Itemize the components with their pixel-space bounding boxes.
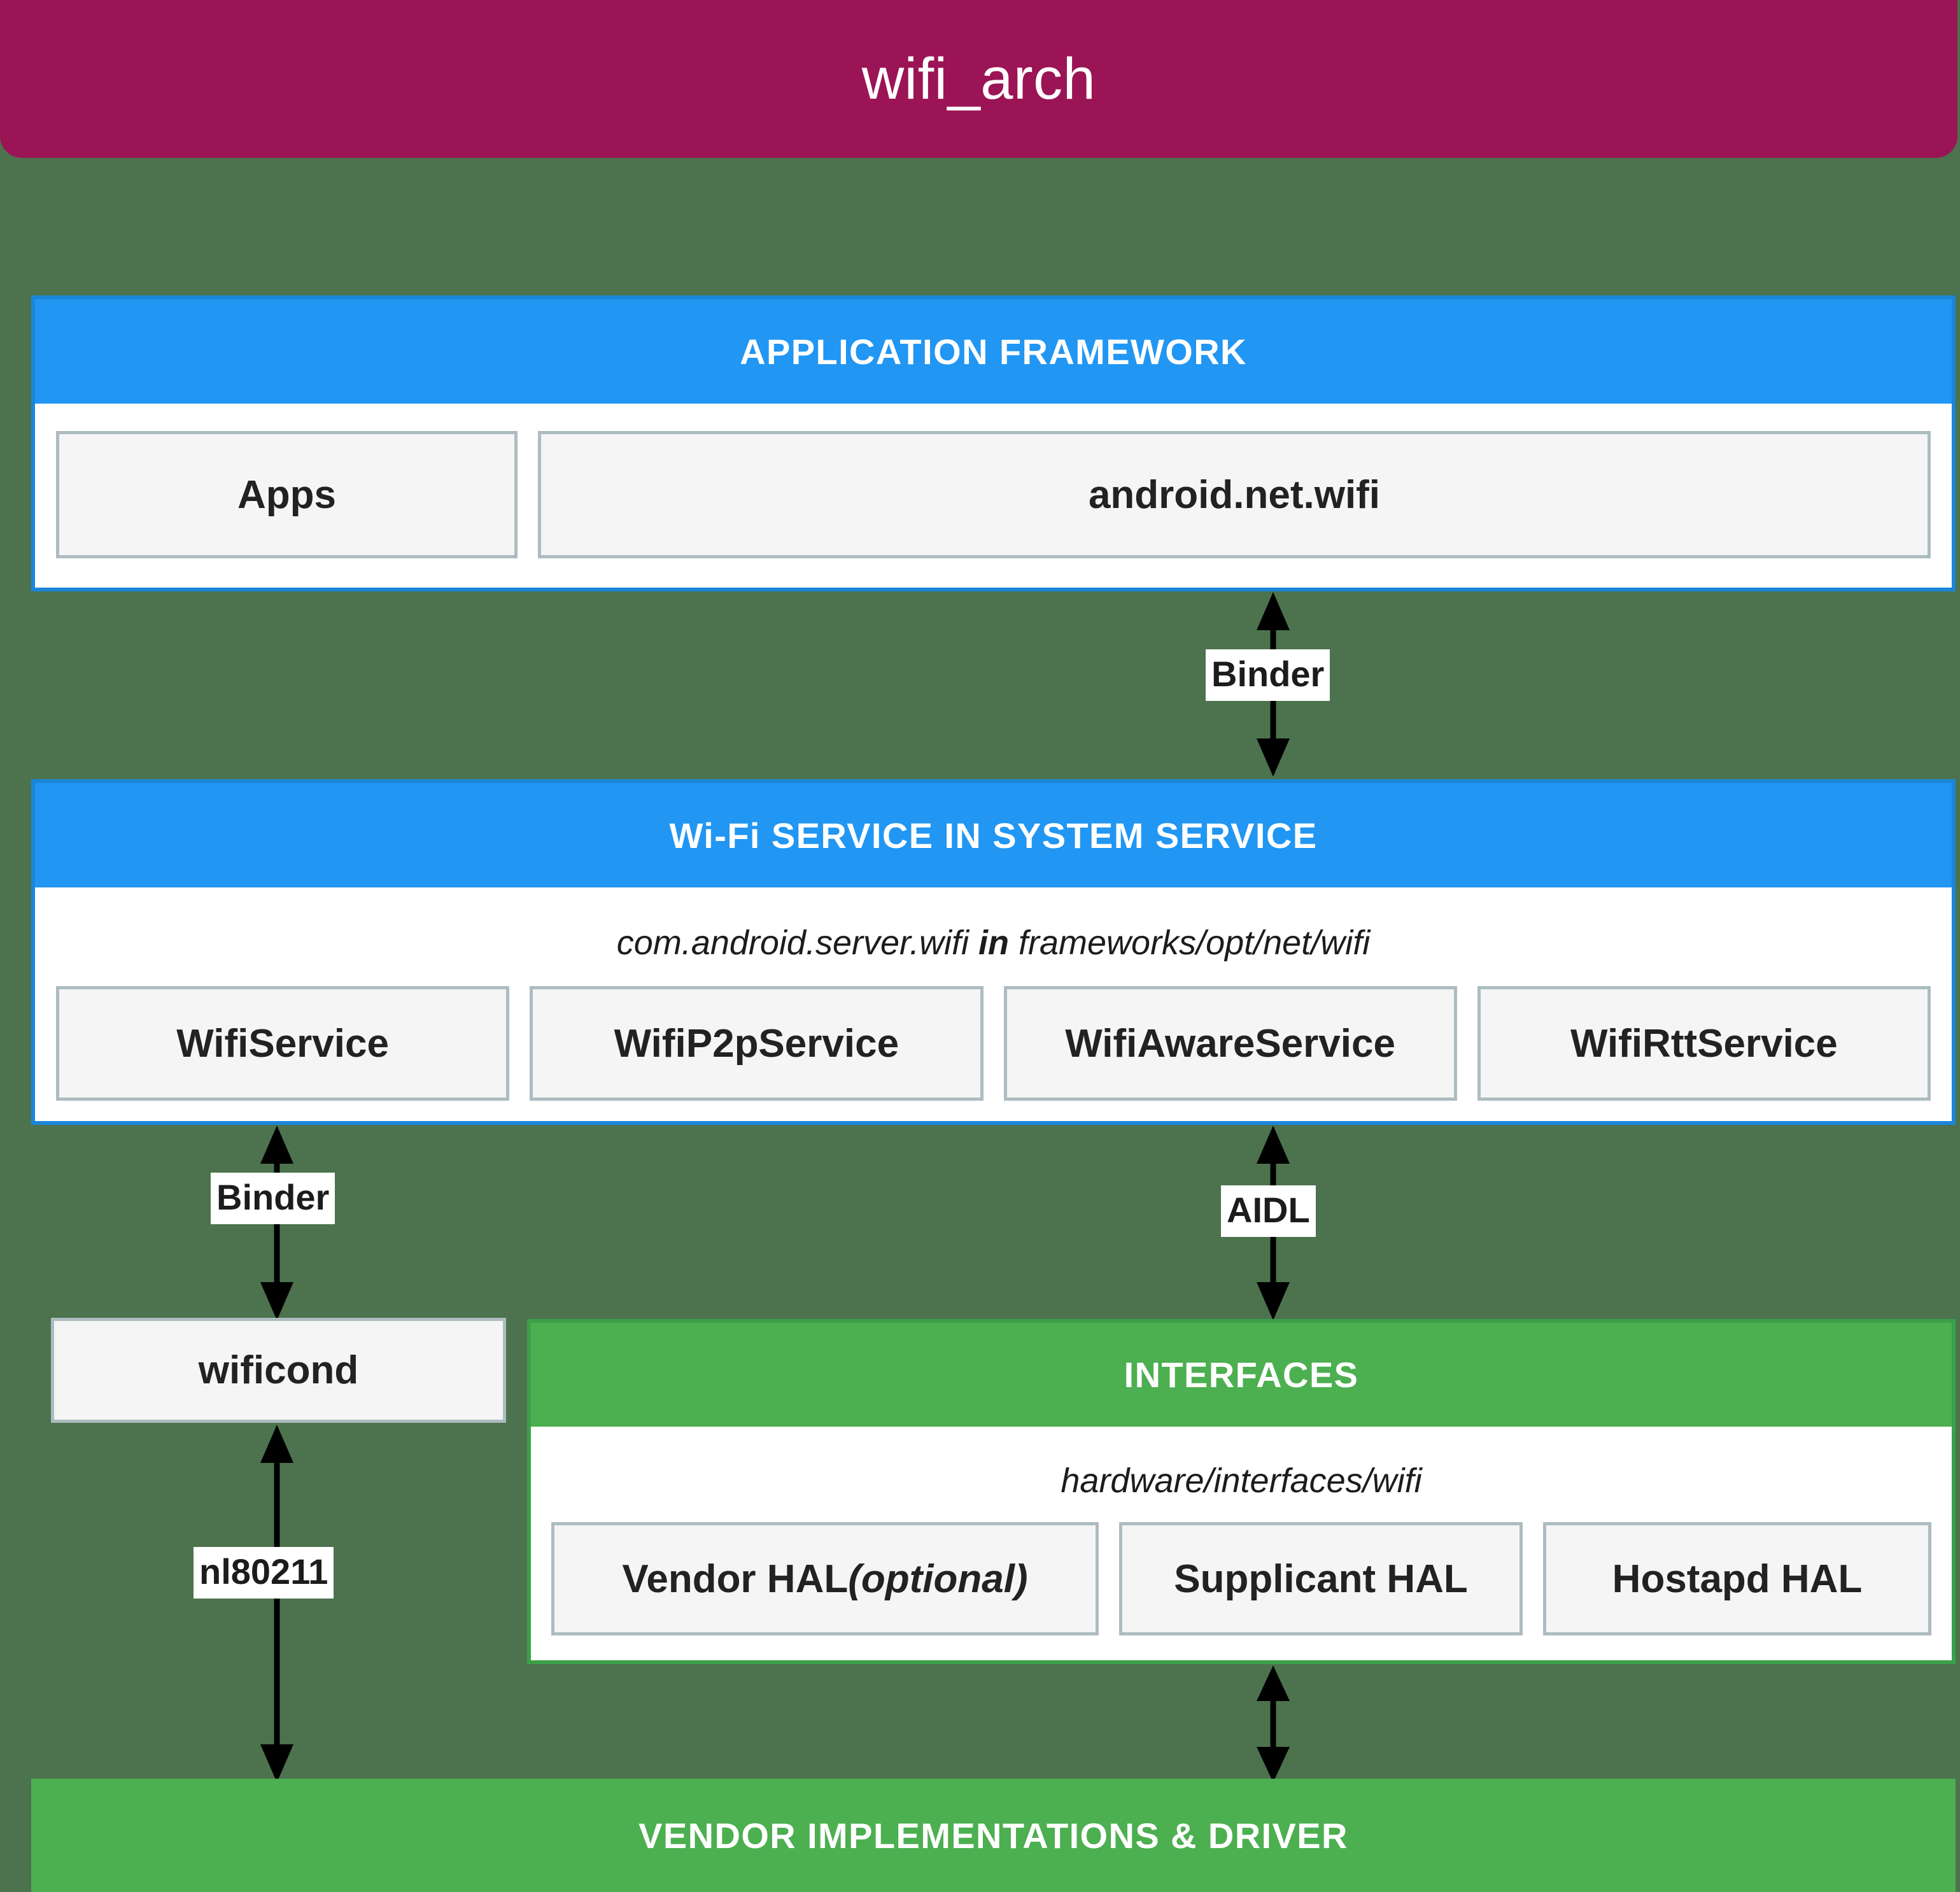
diagram-title-bar: wifi_arch bbox=[0, 0, 1957, 158]
chip-wifirttservice-label: WifiRttService bbox=[1570, 1021, 1838, 1066]
layer-interfaces: INTERFACES hardware/interfaces/wifi Vend… bbox=[527, 1319, 1956, 1664]
chip-supplicant-hal-label: Supplicant HAL bbox=[1174, 1557, 1468, 1601]
connector-wificond-to-vendor bbox=[251, 1425, 302, 1783]
layer-wifi-service: Wi-Fi SERVICE IN SYSTEM SERVICE com.andr… bbox=[31, 779, 1956, 1125]
vendor-implementations-band: VENDOR IMPLEMENTATIONS & DRIVER bbox=[31, 1779, 1956, 1892]
chip-apps-label: Apps bbox=[237, 472, 336, 517]
chip-vendor-hal-note: (optional) bbox=[848, 1557, 1028, 1601]
layer-vendor-implementations: VENDOR IMPLEMENTATIONS & DRIVER bbox=[31, 1779, 1956, 1892]
interfaces-path: hardware/interfaces/wifi bbox=[1061, 1462, 1422, 1500]
chip-wificond-label: wificond bbox=[198, 1348, 359, 1392]
interfaces-band: INTERFACES bbox=[531, 1323, 1952, 1427]
wifi-service-body: com.android.server.wifi in frameworks/op… bbox=[35, 887, 1952, 1121]
chip-hostapd-hal[interactable]: Hostapd HAL bbox=[1543, 1522, 1931, 1635]
connector-label-binder-framework: Binder bbox=[1206, 649, 1330, 701]
chip-wifiservice-label: WifiService bbox=[176, 1021, 389, 1066]
chip-supplicant-hal[interactable]: Supplicant HAL bbox=[1119, 1522, 1523, 1635]
chip-hostapd-hal-label: Hostapd HAL bbox=[1612, 1557, 1863, 1601]
chip-android-net-wifi-label: android.net.wifi bbox=[1088, 472, 1381, 517]
chip-wifiservice[interactable]: WifiService bbox=[56, 986, 510, 1101]
connector-label-binder-wificond: Binder bbox=[211, 1173, 335, 1224]
application-framework-band: APPLICATION FRAMEWORK bbox=[35, 299, 1952, 404]
layer-application-framework: APPLICATION FRAMEWORK Apps android.net.w… bbox=[31, 295, 1956, 591]
interfaces-body: hardware/interfaces/wifi Vendor HAL (opt… bbox=[531, 1427, 1952, 1660]
wifi-service-band: Wi-Fi SERVICE IN SYSTEM SERVICE bbox=[35, 783, 1952, 887]
chip-android-net-wifi[interactable]: android.net.wifi bbox=[538, 431, 1931, 558]
wifi-service-package-path: com.android.server.wifi in frameworks/op… bbox=[35, 926, 1952, 960]
connector-label-nl80211: nl80211 bbox=[194, 1547, 334, 1599]
chip-vendor-hal[interactable]: Vendor HAL (optional) bbox=[551, 1522, 1099, 1635]
connector-label-aidl: AIDL bbox=[1221, 1185, 1316, 1237]
chip-wifiawareservice[interactable]: WifiAwareService bbox=[1003, 986, 1457, 1101]
chip-wifiawareservice-label: WifiAwareService bbox=[1065, 1021, 1395, 1066]
chip-wificond[interactable]: wificond bbox=[51, 1318, 506, 1423]
page-title: wifi_arch bbox=[861, 46, 1096, 111]
chip-wifip2pservice-label: WifiP2pService bbox=[614, 1021, 899, 1066]
chip-vendor-hal-label: Vendor HAL bbox=[622, 1557, 849, 1601]
chip-wifirttservice[interactable]: WifiRttService bbox=[1477, 986, 1931, 1101]
wifi-service-chip-row: WifiService WifiP2pService WifiAwareServ… bbox=[56, 986, 1931, 1101]
application-framework-body: Apps android.net.wifi bbox=[35, 404, 1952, 588]
interfaces-chip-row: Vendor HAL (optional) Supplicant HAL Hos… bbox=[551, 1522, 1931, 1635]
wifi-service-path-joiner: in bbox=[978, 924, 1009, 962]
chip-wifip2pservice[interactable]: WifiP2pService bbox=[530, 986, 984, 1101]
chip-apps[interactable]: Apps bbox=[56, 431, 518, 558]
application-framework-chip-row: Apps android.net.wifi bbox=[56, 431, 1931, 558]
connector-interfaces-to-vendor bbox=[1248, 1665, 1299, 1783]
wifi-service-package-name: com.android.server.wifi bbox=[616, 924, 969, 962]
wifi-service-source-path: frameworks/opt/net/wifi bbox=[1019, 924, 1371, 962]
